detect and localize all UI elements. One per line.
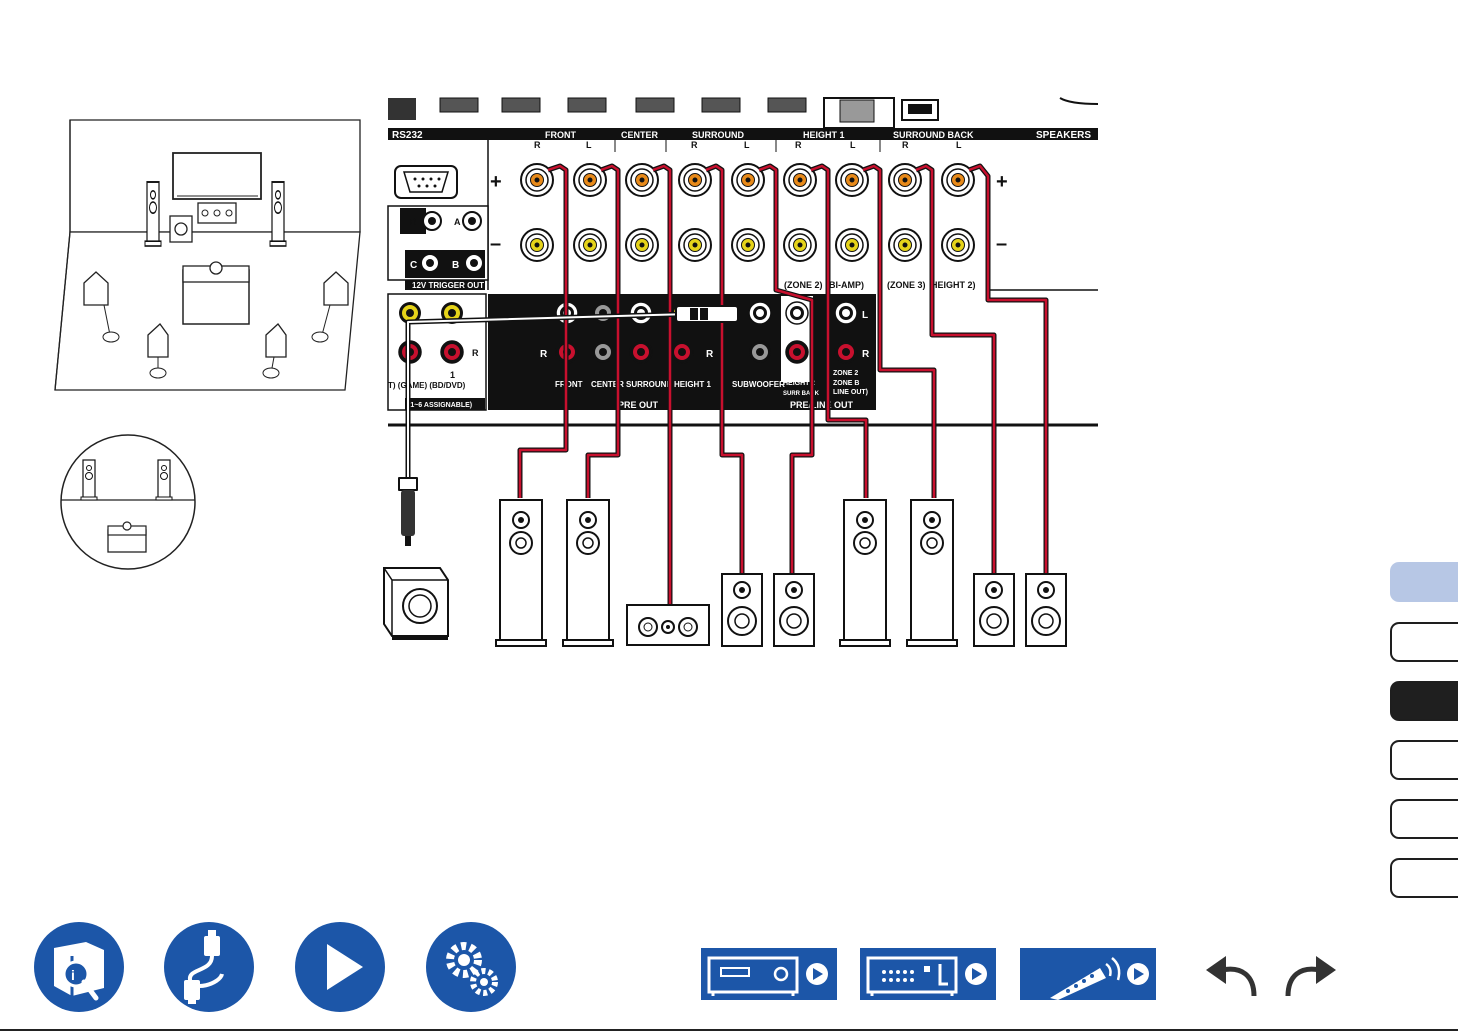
- height-inset-illustration: [60, 434, 196, 570]
- pre-out-label: PRE OUT: [618, 400, 659, 410]
- side-tab-2[interactable]: [1390, 622, 1458, 662]
- height1-channel-label: HEIGHT 1: [803, 130, 845, 140]
- surround-r-label: R: [691, 140, 698, 150]
- side-tab-4[interactable]: [1390, 740, 1458, 780]
- play-icon: [327, 944, 363, 990]
- trigger-jack-b-label: B: [410, 217, 417, 227]
- zone3-note: (ZONE 3): [887, 280, 926, 290]
- back-button[interactable]: [1202, 950, 1262, 1000]
- front-right-speaker: [495, 499, 547, 647]
- forward-button[interactable]: [1280, 950, 1340, 1000]
- preout-zone2-label: ZONE 2: [833, 370, 858, 377]
- input-r-label: R: [472, 348, 479, 358]
- preout-subwoofer-label: SUBWOOFER: [732, 380, 785, 389]
- assignable-label: (1~6 ASSIGNABLE): [408, 402, 472, 409]
- surround-back-l-label: L: [956, 140, 962, 150]
- rear-panel-button[interactable]: [860, 948, 996, 1000]
- speakers-row: [383, 499, 1067, 647]
- trigger-jack-c-label: C: [410, 260, 417, 271]
- manual-button[interactable]: i: [34, 922, 124, 1012]
- setup-button[interactable]: [426, 922, 516, 1012]
- trigger-jack-a-label: A: [454, 217, 461, 227]
- surround-back-left-speaker: [1025, 573, 1067, 647]
- cable-icon: [184, 930, 224, 1004]
- preout-height-r-label: R: [706, 349, 714, 360]
- remote-control-button[interactable]: [1020, 948, 1156, 1000]
- side-tab-6[interactable]: [1390, 858, 1458, 898]
- room-layout-illustration: [54, 119, 361, 391]
- plus-right-label: +: [996, 171, 1008, 193]
- trigger-label: 12V TRIGGER OUT: [412, 281, 484, 290]
- surround-left-speaker: [773, 573, 815, 647]
- speaker-terminals-positive: [520, 163, 975, 197]
- zone2-note: (ZONE 2): [784, 280, 823, 290]
- height1-l-label: L: [850, 140, 856, 150]
- preout-surround-label: SURROUND: [626, 380, 672, 389]
- surround-back-r-label: R: [902, 140, 909, 150]
- speakers-label: SPEAKERS: [1036, 130, 1091, 141]
- front-r-label: R: [534, 140, 541, 150]
- subwoofer-speaker: [383, 567, 449, 640]
- preout-zone3-label: ZONE 3: [788, 370, 813, 377]
- side-tab-1[interactable]: [1390, 562, 1458, 602]
- preout-zoneb-label: ZONE B: [833, 380, 859, 387]
- assign-labels: T) (GAME) (BD/DVD): [388, 381, 466, 390]
- height1-left-speaker: [906, 499, 958, 647]
- bottom-divider: [0, 1029, 1458, 1031]
- preout-center-label: CENTER: [591, 380, 624, 389]
- preout-height1-label: HEIGHT 1: [674, 380, 711, 389]
- center-channel-label: CENTER: [621, 130, 659, 140]
- settings-icon: [446, 942, 498, 996]
- forward-arrow-icon: [1285, 956, 1336, 997]
- center-speaker: [626, 604, 710, 646]
- front-panel-button[interactable]: [701, 948, 837, 1000]
- minus-right-label: –: [996, 233, 1007, 255]
- remote-control-icon: [1050, 957, 1149, 1000]
- rear-panel-icon: [866, 956, 987, 996]
- biamp-note: (BI-AMP): [826, 280, 864, 290]
- height1-r-label: R: [795, 140, 802, 150]
- assign-num: 1: [450, 370, 455, 380]
- preout-front-label: FRONT: [555, 380, 583, 389]
- side-tab-3[interactable]: [1390, 681, 1458, 721]
- front-channel-label: FRONT: [545, 130, 576, 140]
- preout-height2-label: HEIGHT 2: [783, 380, 815, 387]
- speaker-terminals-negative: [520, 228, 975, 262]
- preout-surrback-label: SURR BACK: [783, 391, 820, 397]
- front-l-label: L: [586, 140, 592, 150]
- preout-l-label: L: [862, 310, 868, 321]
- surround-channel-label: SURROUND: [692, 130, 745, 140]
- back-arrow-icon: [1206, 956, 1257, 997]
- surround-right-speaker: [721, 573, 763, 647]
- manual-icon: i: [54, 942, 104, 1001]
- front-panel-icon: [707, 956, 828, 996]
- surround-back-right-speaker: [973, 573, 1015, 647]
- preout-r-label: R: [540, 349, 548, 360]
- front-left-speaker: [562, 499, 614, 647]
- height1-right-speaker: [839, 499, 891, 647]
- connections-button[interactable]: [164, 922, 254, 1012]
- side-tab-5[interactable]: [1390, 799, 1458, 839]
- playback-button[interactable]: [295, 922, 385, 1012]
- minus-left-label: –: [490, 233, 501, 255]
- surround-l-label: L: [744, 140, 750, 150]
- svg-text:i: i: [71, 967, 75, 983]
- preout-zone-r-label: R: [862, 349, 870, 360]
- rs232-label: RS232: [392, 130, 423, 141]
- pre-line-out-label: PRE/LINE OUT: [790, 400, 854, 410]
- surround-back-channel-label: SURROUND BACK: [893, 130, 974, 140]
- trigger-jack-b2-label: B: [452, 260, 459, 271]
- plus-left-label: +: [490, 171, 502, 193]
- preout-lineout-label: LINE OUT): [833, 389, 868, 396]
- speaker-cables: [398, 163, 1049, 605]
- height2-note: HEIGHT 2): [931, 280, 976, 290]
